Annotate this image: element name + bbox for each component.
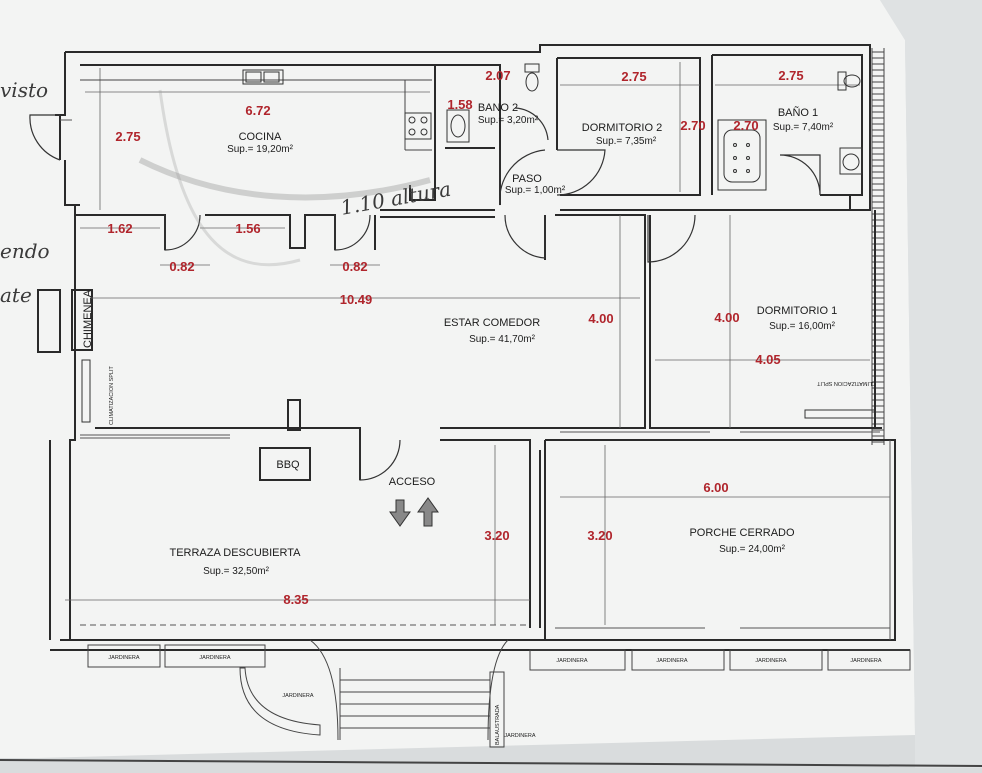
dim-terraza-width: 8.35 [283,592,308,607]
dim-wall-left: 1.62 [107,221,132,236]
room-area-porche: Sup.= 24,00m² [719,544,786,555]
paper-sheet [0,0,915,758]
handwritten-margin-3: ate [0,283,32,307]
label-acceso: ACCESO [389,476,436,488]
dim-door-left: 0.82 [169,259,194,274]
windows [60,119,891,640]
dim-dorm2-height: 2.70 [680,118,705,133]
stove-icon [404,112,432,140]
label-bbq: BBQ [276,459,300,471]
washbasin-icon [446,109,863,175]
dim-bano2-width: 2.07 [485,68,510,83]
dim-porche-height: 3.20 [587,528,612,543]
split-unit-icon [81,359,876,423]
label-jardinera-3: JARDINERA [556,658,588,664]
room-name-dormitorio1: DORMITORIO 1 [757,305,837,317]
dim-dorm1-height: 4.00 [714,310,739,325]
planters [87,644,911,748]
pencil-scribble-2 [158,89,301,267]
dim-estar-height: 4.00 [588,311,613,326]
dim-bano1-height: 2.70 [733,118,758,133]
room-name-dormitorio2: DORMITORIO 2 [582,122,662,134]
room-name-paso: PASO [512,173,542,185]
dim-cocina-height: 2.75 [115,129,140,144]
dim-door-mid: 0.82 [342,259,367,274]
dim-dorm2-width: 2.75 [621,69,646,84]
room-area-bano1: Sup.= 7,40m² [773,122,834,133]
handwritten-margin-1: visto [0,78,48,102]
dim-cocina-width: 6.72 [245,103,270,118]
label-jardinera-7: JARDINERA [282,693,314,699]
label-clima-left: CLIMATIZACION SPLIT [109,365,115,425]
room-name-bano2: BANO 2 [478,102,518,114]
label-clima-right: CLIMATIZACION SPLIT [816,380,876,386]
room-name-cocina: COCINA [239,131,282,143]
room-area-estar: Sup.= 41,70m² [469,334,536,345]
pencil-scribble [138,157,431,201]
dim-terraza-height: 3.20 [484,528,509,543]
label-jardinera-8: JARDINERA [504,733,536,739]
door-swings [29,107,821,481]
room-area-paso: Sup.= 1,00m² [505,185,566,196]
label-jardinera-2: JARDINERA [199,655,231,661]
room-area-cocina: Sup.= 19,20m² [227,144,294,155]
room-name-terraza: TERRAZA DESCUBIERTA [169,547,301,559]
label-chimenea: CHIMENEA [82,289,94,348]
bathtub-icon [717,119,767,191]
entrance-steps [309,639,509,741]
label-jardinera-5: JARDINERA [755,658,787,664]
room-name-estar: ESTAR COMEDOR [444,317,540,329]
label-jardinera-4: JARDINERA [656,658,688,664]
room-area-bano2: Sup.= 3,20m² [478,115,539,126]
label-jardinera-1: JARDINERA [108,655,140,661]
paper-edge [880,0,982,768]
dim-dorm1-width: 4.05 [755,352,780,367]
room-area-terraza: Sup.= 32,50m² [203,566,270,577]
dim-estar-width: 10.49 [340,292,373,307]
room-name-porche: PORCHE CERRADO [689,527,795,539]
room-area-dormitorio1: Sup.= 16,00m² [769,321,836,332]
toilet-icon [524,63,861,92]
dim-wall-mid: 1.56 [235,221,260,236]
sink-icon [242,69,284,85]
dim-bano1-width: 2.75 [778,68,803,83]
room-area-dormitorio2: Sup.= 7,35m² [596,136,657,147]
access-arrows-icon [389,497,439,527]
dim-porche-width: 6.00 [703,480,728,495]
dim-bano2-height: 1.58 [447,97,472,112]
label-jardinera-6: JARDINERA [850,658,882,664]
handwritten-margin-2: endo [0,239,50,263]
label-balaustrada: BALAUSTRADA [495,704,501,745]
room-name-bano1: BAÑO 1 [778,106,818,119]
dimension-lines [65,62,890,625]
